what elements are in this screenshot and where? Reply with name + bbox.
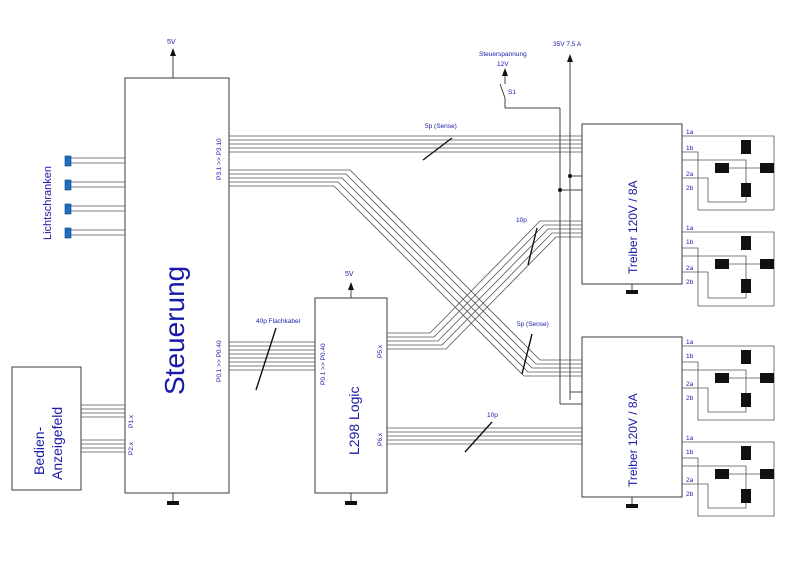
svg-text:1b: 1b bbox=[686, 239, 694, 246]
bedien-line2: Anzeigefeld bbox=[49, 407, 65, 480]
port-p0-left: P0.1 >> P0.40 bbox=[216, 340, 223, 382]
svg-text:2a: 2a bbox=[686, 265, 694, 272]
svg-text:2b: 2b bbox=[686, 185, 694, 192]
svg-text:2a: 2a bbox=[686, 171, 694, 178]
treiber-top-title: Treiber 120V / 8A bbox=[626, 180, 640, 274]
sense-top-slash bbox=[422, 137, 453, 161]
l298-title: L298 Logic bbox=[346, 386, 362, 455]
sense-bottom-slash bbox=[521, 333, 533, 375]
svg-text:2b: 2b bbox=[686, 279, 694, 286]
svg-text:1b: 1b bbox=[686, 353, 694, 360]
port-p3: P3.1 >> P3.10 bbox=[216, 138, 223, 180]
bus-10p-bottom bbox=[387, 427, 582, 445]
treiber-bottom-title: Treiber 120V / 8A bbox=[626, 393, 640, 487]
svg-text:2a: 2a bbox=[686, 381, 694, 388]
bedien-bus bbox=[81, 404, 125, 453]
bedien-line1: Bedien- bbox=[31, 426, 47, 475]
svg-text:2b: 2b bbox=[686, 491, 694, 498]
bus10-bottom-label: 10p bbox=[487, 412, 498, 419]
bus10-top-label: 10p bbox=[516, 217, 527, 224]
treiber-bottom-block bbox=[581, 336, 683, 498]
svg-text:1a: 1a bbox=[686, 225, 694, 232]
treiber-top-block bbox=[581, 123, 683, 285]
bus-10p-top bbox=[387, 220, 582, 350]
switch-label: S1 bbox=[508, 89, 516, 96]
sense-bus-top bbox=[229, 135, 582, 153]
flachkabel-slash bbox=[255, 327, 277, 391]
steuerung-block bbox=[124, 77, 230, 494]
treiber-bottom-pins: 1a 1b 2a 2b 1a 1b 2a 2b bbox=[686, 339, 694, 498]
lichtschranken-sensors bbox=[64, 155, 125, 239]
stepper-motor-4 bbox=[682, 441, 775, 517]
sense-bus-bottom bbox=[229, 169, 582, 377]
lichtschranken-label: Lichtschranken bbox=[42, 166, 54, 240]
svg-text:1a: 1a bbox=[686, 339, 694, 346]
flachkabel-label: 40p Flachkabel bbox=[256, 318, 301, 325]
l298-ground bbox=[345, 501, 357, 505]
port-p6: P6.x bbox=[377, 432, 384, 446]
l298-block bbox=[314, 297, 388, 494]
port-p2: P2.x bbox=[128, 441, 135, 455]
svg-text:2b: 2b bbox=[686, 395, 694, 402]
port-p0-right: P0.1 >> P0.40 bbox=[320, 343, 327, 385]
bus10-bottom-slash bbox=[464, 421, 493, 453]
flachkabel-bus bbox=[229, 341, 315, 371]
treiber-top-ground bbox=[626, 290, 638, 294]
svg-text:2a: 2a bbox=[686, 477, 694, 484]
motor-supply-label: 35V 7,5 A bbox=[553, 41, 582, 48]
switch-s1 bbox=[499, 83, 506, 99]
steuerung-title: Steuerung bbox=[159, 266, 190, 395]
sense-top-label: 5p (Sense) bbox=[425, 123, 457, 130]
stepper-motor-2 bbox=[682, 231, 775, 307]
bedien-anzeigefeld-block bbox=[11, 366, 82, 491]
port-p1: P1.x bbox=[128, 414, 135, 428]
l298-5v-label: 5V bbox=[345, 271, 354, 278]
svg-text:1a: 1a bbox=[686, 435, 694, 442]
port-p5: P5.x bbox=[377, 344, 384, 358]
stepper-motor-1 bbox=[682, 135, 775, 211]
svg-text:1b: 1b bbox=[686, 449, 694, 456]
control-voltage-label: Steuerspannung bbox=[479, 51, 527, 58]
stepper-motor-3 bbox=[682, 345, 775, 421]
svg-text:1a: 1a bbox=[686, 129, 694, 136]
svg-text:1b: 1b bbox=[686, 145, 694, 152]
treiber-bottom-ground bbox=[626, 504, 638, 508]
sense-bottom-label: 5p (Sense) bbox=[517, 321, 549, 328]
steuerung-5v-label: 5V bbox=[167, 39, 176, 46]
treiber-top-pins: 1a 1b 2a 2b 1a 1b 2a 2b bbox=[686, 129, 694, 286]
bus10-top-slash bbox=[527, 227, 538, 266]
control-voltage-value: 12V bbox=[497, 61, 509, 68]
steuerung-ground bbox=[167, 501, 179, 505]
